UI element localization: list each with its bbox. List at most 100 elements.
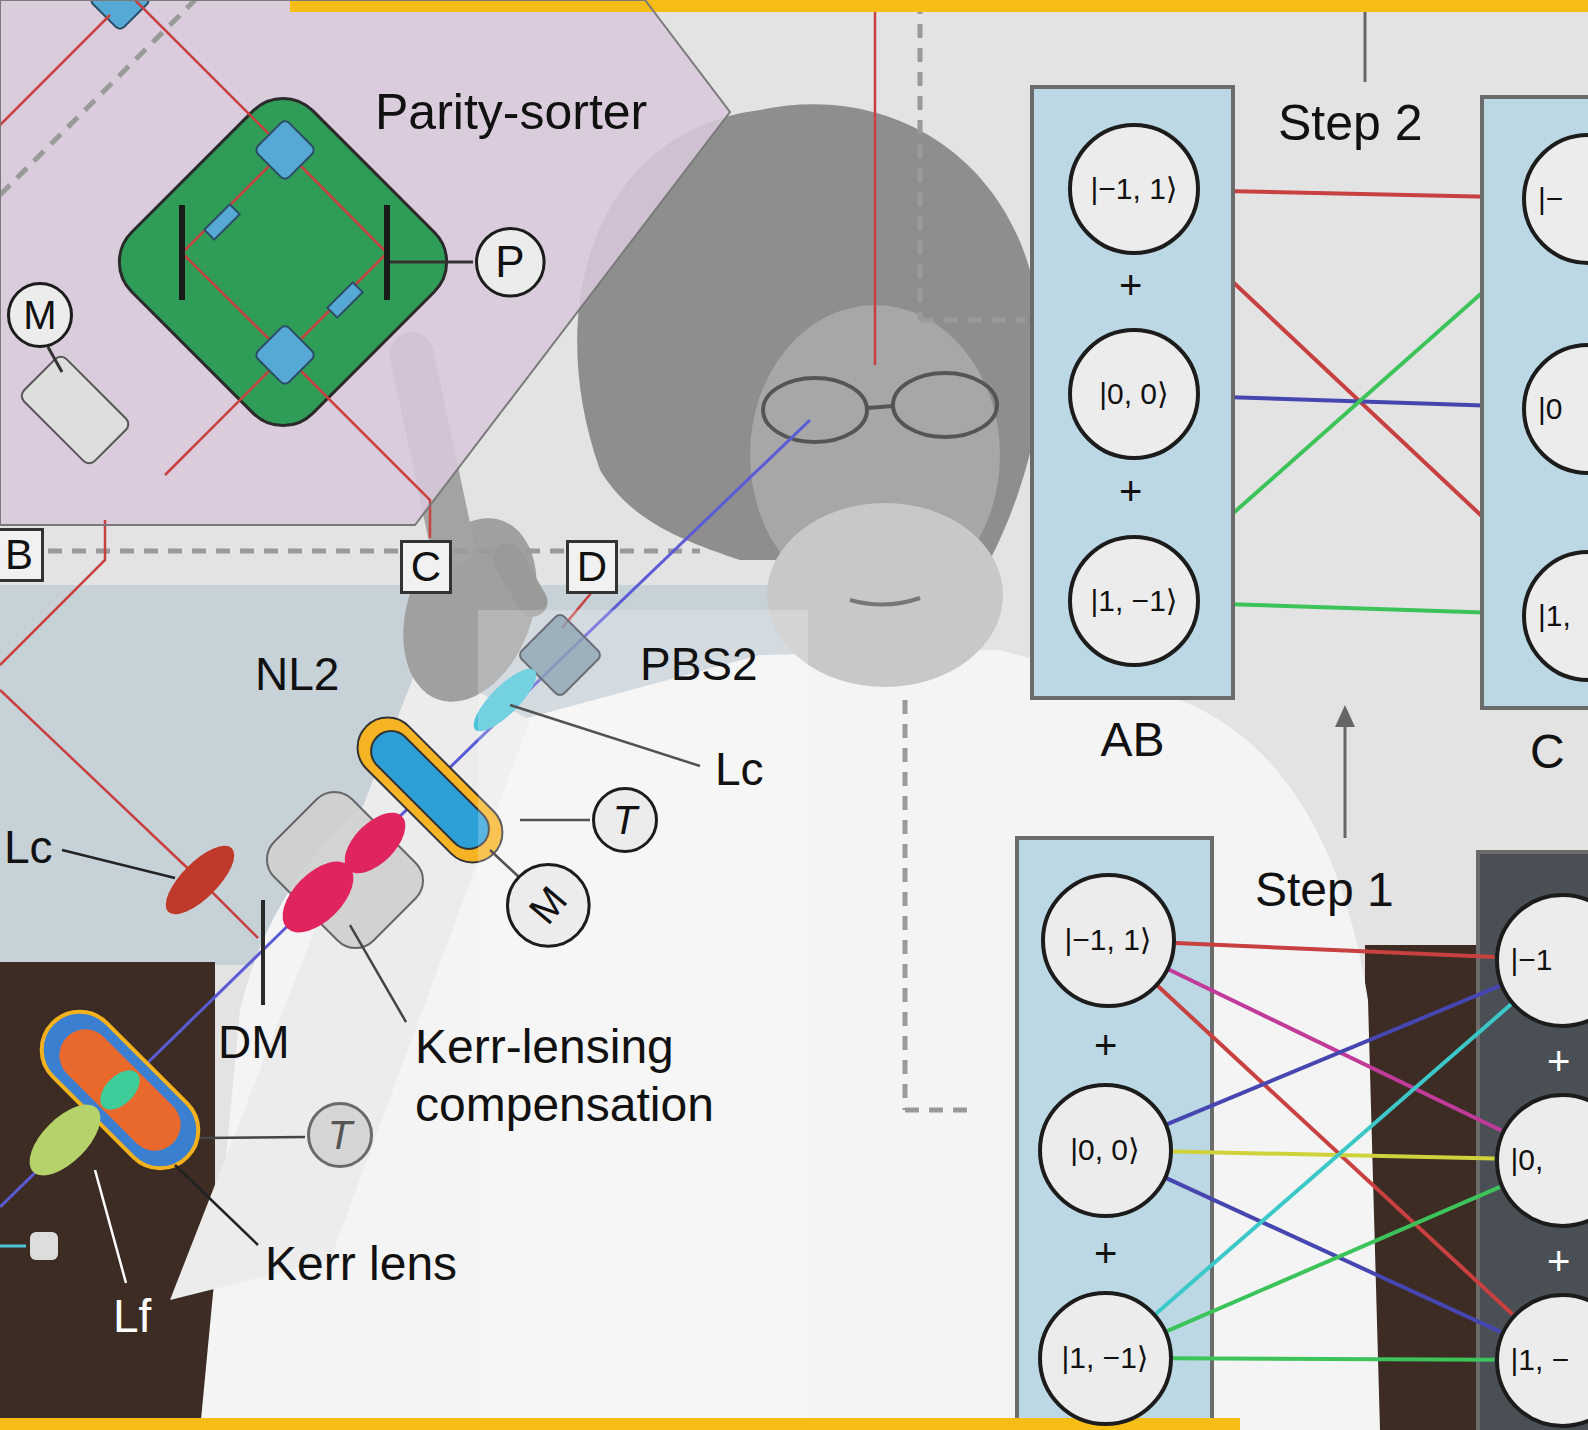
- node-text: P: [495, 237, 524, 288]
- glasses: [763, 378, 867, 442]
- region-border: [0, 0, 730, 525]
- dashed-guide: [918, 0, 923, 320]
- column-heading: C: [1530, 724, 1565, 779]
- node-text: |1, −1⟩: [1090, 584, 1177, 619]
- leader-line: [95, 1170, 126, 1283]
- compensator: [257, 782, 434, 959]
- phase-plate: [204, 204, 239, 239]
- port-circle: M: [7, 282, 73, 348]
- circle-shape: [9, 284, 72, 347]
- node-text: |1, −1⟩: [1061, 1341, 1148, 1376]
- part-label: +: [1094, 1230, 1117, 1276]
- motor-stage: [18, 353, 131, 466]
- part-label: +: [1547, 1038, 1570, 1084]
- node-text: C: [411, 543, 441, 591]
- state-circle: |0: [1522, 343, 1588, 475]
- node-text: |−1: [1511, 943, 1553, 978]
- beam-splitter: [254, 119, 316, 181]
- part-label: NL2: [255, 648, 339, 701]
- state-connector: [1167, 986, 1499, 1124]
- part-label: Lc: [715, 743, 764, 796]
- dark-panel: [0, 962, 215, 1430]
- node-text: |0: [1538, 392, 1562, 427]
- circle-shape: [476, 228, 544, 296]
- guide-line: [1364, 0, 1367, 82]
- part-label: DM: [218, 1016, 290, 1069]
- node-text: D: [577, 543, 607, 591]
- circle-shape: [594, 789, 657, 852]
- beam: [874, 0, 877, 365]
- thumb: [487, 538, 553, 622]
- beam-splitter: [254, 324, 316, 386]
- circle-shape: [1497, 1095, 1588, 1226]
- leader-line: [200, 1137, 305, 1138]
- dashed-guide: [454, 549, 564, 554]
- part-label: +: [1119, 262, 1142, 308]
- state-connector: [1200, 190, 1522, 197]
- circle-shape: [1070, 125, 1198, 253]
- state-connector: [1200, 603, 1522, 614]
- beam: [0, 1245, 26, 1248]
- state-circle: |0,: [1495, 1093, 1588, 1228]
- compensator-body: [257, 782, 434, 959]
- circle-shape: [1043, 875, 1174, 1006]
- part-label: Kerr lens: [265, 1236, 457, 1291]
- state-connector: [1175, 943, 1494, 957]
- circle-shape: [1524, 552, 1588, 680]
- region-outline: [0, 0, 730, 525]
- dichroic-mirror: [261, 900, 265, 1005]
- part-label: Kerr-lensing compensation: [415, 1018, 795, 1133]
- state-circle: |0, 0⟩: [1068, 328, 1200, 460]
- state-column: |−1, 1⟩|0, 0⟩|1, −1⟩AB: [1030, 85, 1235, 700]
- bottom-bar: [0, 1418, 1240, 1430]
- state-circle: |1,: [1522, 550, 1588, 682]
- beam: [0, 520, 105, 665]
- phase-plate: [327, 282, 362, 317]
- state-circle: |−: [1522, 133, 1588, 265]
- node-text: |−: [1538, 182, 1563, 217]
- node-text: T: [328, 1112, 352, 1158]
- circle-shape: [1497, 895, 1588, 1026]
- beam: [285, 150, 387, 355]
- state-circle: |1, −: [1495, 1293, 1588, 1428]
- part-label: +: [1094, 1022, 1117, 1068]
- node-text: |0,: [1511, 1143, 1544, 1178]
- detector: [30, 1232, 58, 1260]
- port-box: D: [566, 540, 618, 594]
- region-heading: Parity-sorter: [375, 84, 647, 142]
- state-connector: [1156, 1004, 1511, 1313]
- beam: [0, 15, 110, 125]
- part-label: Lc: [4, 821, 53, 874]
- top-bar: [290, 0, 1588, 12]
- node-text: |1, −: [1511, 1343, 1570, 1378]
- beam: [285, 355, 430, 538]
- part-label: +: [1547, 1238, 1570, 1284]
- port-box: C: [400, 540, 452, 594]
- circle-shape: [1524, 135, 1588, 263]
- leader-line: [48, 347, 62, 372]
- circle-shape: [1070, 330, 1198, 458]
- node-text: B: [5, 531, 33, 579]
- state-connector: [1172, 1358, 1494, 1359]
- dashed-guide: [48, 549, 398, 554]
- node-text: |1,: [1538, 599, 1571, 634]
- step-arrow: [1344, 722, 1347, 838]
- circle-shape: [507, 864, 589, 946]
- state-column: |−|0|1,C: [1480, 95, 1588, 710]
- port-box: B: [0, 528, 44, 582]
- mirror: [384, 205, 390, 300]
- lens: [155, 835, 244, 924]
- glasses: [893, 373, 997, 437]
- node-text: |0, 0⟩: [1099, 377, 1169, 412]
- circle-shape: [1070, 537, 1198, 665]
- glasses-bridge: [867, 406, 893, 408]
- circle-shape: [309, 1104, 372, 1167]
- step-arrowhead: [1335, 705, 1355, 727]
- node-text: |0, 0⟩: [1070, 1133, 1140, 1168]
- mouth: [850, 598, 920, 605]
- node-text: M: [23, 292, 56, 338]
- arm: [170, 660, 530, 1300]
